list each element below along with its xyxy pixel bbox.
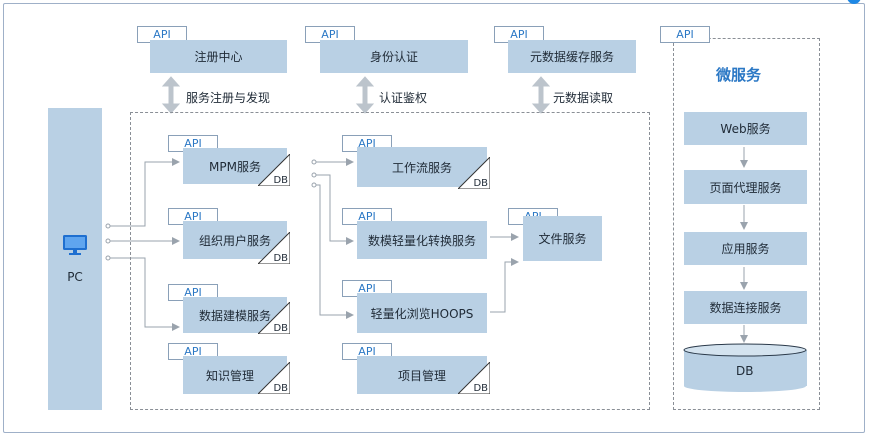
lightweight-browse-label: 轻量化浏览HOOPS xyxy=(370,306,474,321)
registry-link-label: 服务注册与发现 xyxy=(186,91,271,105)
project-label: 项目管理 xyxy=(397,368,446,383)
lightweight-convert-label: 数模轻量化转换服务 xyxy=(367,233,476,248)
lightweight-convert-service: 数模轻量化转换服务 xyxy=(357,221,487,259)
workflow-service: 工作流服务 xyxy=(357,147,487,187)
microservice-title: 微服务 xyxy=(716,66,762,84)
page-proxy-service: 页面代理服务 xyxy=(684,170,807,204)
data-modeling-service: 数据建模服务 xyxy=(183,297,287,333)
db-cylinder xyxy=(683,343,807,392)
org-users-db-tag: DB xyxy=(256,230,291,265)
web-service: Web服务 xyxy=(684,112,807,145)
file-service: 文件服务 xyxy=(523,216,602,261)
monitor-icon xyxy=(63,235,87,255)
project-db-tag: DB xyxy=(456,360,491,395)
data-conn-service: 数据连接服务 xyxy=(684,291,807,324)
registry-box: 注册中心 xyxy=(150,40,287,73)
diagram-frame xyxy=(3,3,865,433)
registry-double-arrow xyxy=(161,76,181,114)
org-users-api-tag: API xyxy=(168,208,218,225)
pc-label: PC xyxy=(67,270,83,284)
org-users-label: 组织用户服务 xyxy=(198,233,271,248)
data-modeling-label: 数据建模服务 xyxy=(198,308,271,323)
mpm-db-tag: DB xyxy=(256,152,291,187)
auth-link-label: 认证鉴权 xyxy=(379,91,428,105)
metadata-cache-box: 元数据缓存服务 xyxy=(508,40,636,73)
mpm-label: MPM服务 xyxy=(209,159,261,174)
project-api-tag: API xyxy=(342,343,392,360)
auth-box: 身份认证 xyxy=(320,40,468,73)
db-cylinder-label: DB xyxy=(736,364,754,378)
microservice-api-tag: API xyxy=(660,26,710,43)
microservice-container xyxy=(673,38,820,410)
auth-double-arrow xyxy=(355,76,375,114)
corner-indicator xyxy=(847,0,861,4)
mpm-api-tag: API xyxy=(168,135,218,152)
knowledge-api-tag: API xyxy=(168,343,218,360)
knowledge-db-tag: DB xyxy=(256,360,291,395)
lightweight-browse-api-tag: API xyxy=(342,280,392,297)
workflow-label: 工作流服务 xyxy=(391,160,452,175)
app-service: 应用服务 xyxy=(684,232,807,265)
data-modeling-db-tag: DB xyxy=(256,300,291,335)
services-container xyxy=(130,112,650,410)
workflow-db-tag: DB xyxy=(456,155,491,190)
pc-box: PC xyxy=(48,108,102,410)
knowledge-label: 知识管理 xyxy=(205,368,254,383)
lightweight-browse-service: 轻量化浏览HOOPS xyxy=(357,293,487,333)
metadata-double-arrow xyxy=(531,76,551,114)
metadata-link-label: 元数据读取 xyxy=(553,91,614,105)
